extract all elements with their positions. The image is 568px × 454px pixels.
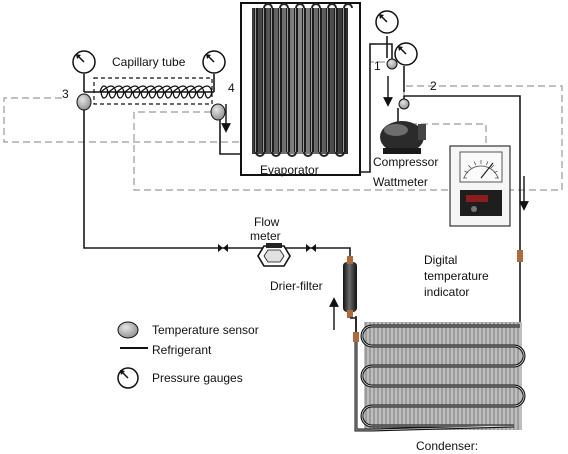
evaporator bbox=[240, 2, 361, 176]
point-label-3: 3 bbox=[62, 87, 69, 101]
flow-arrows bbox=[221, 76, 529, 330]
capillary-tube bbox=[84, 77, 214, 105]
pressure-gauge-1 bbox=[375, 10, 399, 34]
flow-meter bbox=[218, 243, 316, 267]
point-label-2: 2 bbox=[430, 79, 437, 93]
legend-pressure-gauges-label: Pressure gauges bbox=[152, 371, 243, 385]
pressure-gauges bbox=[72, 10, 418, 74]
legend-pressure-gauge-icon bbox=[117, 367, 139, 389]
temperature-sensors bbox=[76, 58, 410, 121]
legend-temperature-sensor-icon bbox=[117, 321, 139, 339]
condenser bbox=[354, 322, 526, 432]
temperature-sensor-4 bbox=[210, 103, 226, 121]
legend-temperature-sensor-label: Temperature sensor bbox=[152, 323, 259, 337]
digital-temperature-label-line1: Digital bbox=[424, 253, 457, 267]
point-label-1: 1 bbox=[374, 59, 381, 73]
legend: Temperature sensor Refrigerant Pressure … bbox=[117, 321, 259, 389]
temperature-sensor-1 bbox=[386, 58, 398, 70]
legend-refrigerant-label: Refrigerant bbox=[152, 343, 212, 357]
pressure-gauge-3 bbox=[72, 50, 96, 74]
wattmeter bbox=[449, 145, 511, 227]
compressor bbox=[380, 121, 426, 154]
digital-temperature-label-line3: indicator bbox=[424, 285, 469, 299]
point-label-4: 4 bbox=[228, 81, 235, 95]
pressure-gauge-2 bbox=[394, 42, 418, 66]
digital-temperature-label-line2: temperature bbox=[424, 269, 489, 283]
temperature-sensor-3 bbox=[76, 93, 92, 111]
compressor-label: Compressor bbox=[373, 155, 438, 169]
drier-filter bbox=[343, 256, 357, 332]
drier-filter-label: Drier-filter bbox=[270, 279, 323, 293]
condenser-label: Condenser: bbox=[416, 439, 478, 453]
evaporator-label: Evaporator bbox=[260, 163, 319, 177]
temperature-sensor-2 bbox=[398, 98, 410, 110]
pressure-gauge-4 bbox=[202, 50, 226, 74]
flow-meter-label-line2: meter bbox=[250, 229, 281, 243]
condenser-fittings bbox=[353, 250, 523, 342]
capillary-tube-label: Capillary tube bbox=[112, 55, 186, 69]
wattmeter-label: Wattmeter bbox=[373, 175, 428, 189]
flow-meter-label-line1: Flow bbox=[254, 215, 280, 229]
